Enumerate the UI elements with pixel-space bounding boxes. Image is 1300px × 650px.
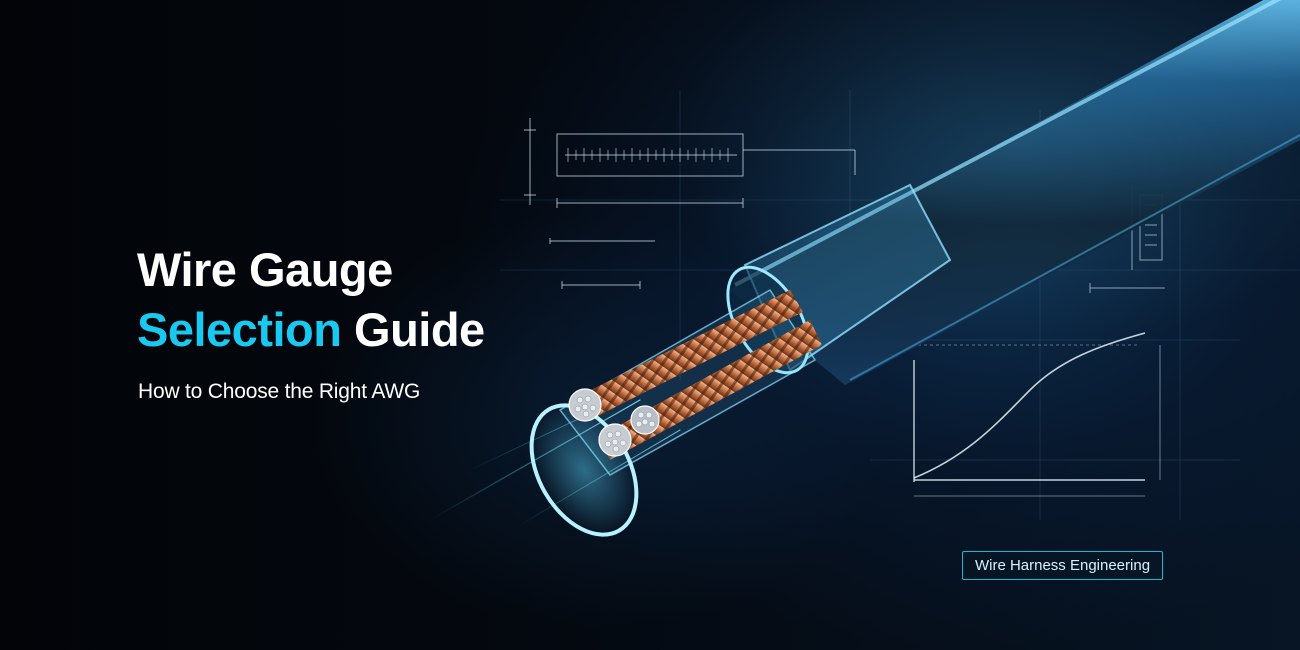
- headline-accent: Selection: [137, 303, 342, 356]
- strand-ends: [568, 388, 660, 457]
- headline-line-1: Wire Gauge: [137, 243, 393, 296]
- headline: Wire Gauge Selection Guide: [137, 240, 485, 360]
- copper-strand: [529, 288, 822, 537]
- headline-rest: Guide: [354, 303, 485, 356]
- headline-line-2: Selection Guide: [137, 300, 485, 360]
- category-badge: Wire Harness Engineering: [962, 551, 1163, 580]
- subtitle: How to Choose the Right AWG: [138, 380, 421, 403]
- cable-jacket: [660, 0, 1300, 385]
- blueprint-curve-chart: [900, 332, 1161, 497]
